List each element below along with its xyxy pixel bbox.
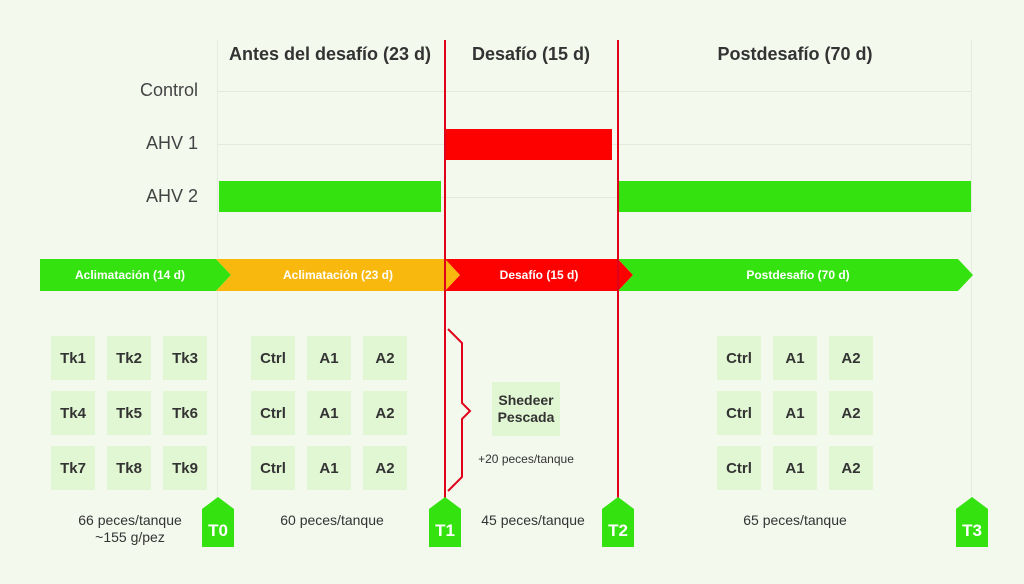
tank: Tk7 bbox=[51, 446, 95, 490]
ahv2-post-bar bbox=[619, 181, 971, 212]
timeline-segment-challenge bbox=[445, 259, 633, 291]
tank: A2 bbox=[829, 336, 873, 380]
timeline-label-acclimation-14: Aclimatación (14 d) bbox=[74, 268, 186, 282]
shedder-line1: Shedeer bbox=[498, 392, 554, 408]
tank: Tk2 bbox=[107, 336, 151, 380]
shedder-line2: Pescada bbox=[497, 409, 555, 425]
group-label-control: Control bbox=[139, 80, 198, 100]
shedder-box: Shedeer Pescada bbox=[492, 382, 560, 436]
tank: A1 bbox=[773, 446, 817, 490]
tank: Tk9 bbox=[163, 446, 207, 490]
tank: A2 bbox=[363, 446, 407, 490]
tank: A2 bbox=[829, 391, 873, 435]
marker-t2-label: T2 bbox=[608, 521, 628, 540]
marker-t3: T3 bbox=[956, 497, 988, 547]
marker-t3-label: T3 bbox=[962, 521, 982, 540]
ahv2-pre-bar bbox=[219, 181, 441, 212]
row-gridline-ahv2 bbox=[218, 197, 972, 198]
challenge-end-line bbox=[617, 40, 619, 522]
shedder-note: +20 peces/tanque bbox=[478, 452, 574, 466]
marker-t1: T1 bbox=[429, 497, 461, 547]
count-t0: 66 peces/tanque ~155 g/pez bbox=[55, 512, 205, 546]
tank: Ctrl bbox=[251, 336, 295, 380]
tank: Tk5 bbox=[107, 391, 151, 435]
phase-divider-right bbox=[971, 40, 972, 500]
tank: Ctrl bbox=[251, 391, 295, 435]
tank: A1 bbox=[773, 336, 817, 380]
timeline-label-post: Postdesafío (70 d) bbox=[746, 268, 850, 282]
tank: Ctrl bbox=[251, 446, 295, 490]
phase-title-post: Postdesafío (70 d) bbox=[717, 44, 873, 64]
timeline-segment-acclimation-14 bbox=[40, 259, 231, 291]
group-label-ahv1: AHV 1 bbox=[145, 133, 198, 153]
tank: Tk3 bbox=[163, 336, 207, 380]
count-post: 65 peces/tanque bbox=[743, 512, 847, 528]
challenge-start-line bbox=[444, 40, 446, 522]
tank: A1 bbox=[307, 446, 351, 490]
marker-t2: T2 bbox=[602, 497, 634, 547]
ahv1-challenge-bar bbox=[446, 129, 612, 160]
phase-title-challenge: Desafío (15 d) bbox=[471, 44, 591, 64]
tank: A2 bbox=[363, 391, 407, 435]
count-t0-line1: 66 peces/tanque bbox=[78, 512, 182, 528]
timeline-label-challenge: Desafío (15 d) bbox=[499, 268, 579, 282]
tank: Ctrl bbox=[717, 446, 761, 490]
timeline-label-acclimation-23: Aclimatación (23 d) bbox=[282, 268, 394, 282]
count-t0-line2: ~155 g/pez bbox=[95, 529, 165, 545]
row-gridline-control bbox=[218, 91, 972, 92]
tank: Ctrl bbox=[717, 391, 761, 435]
tank: A2 bbox=[829, 446, 873, 490]
timeline-segment-post bbox=[618, 259, 973, 291]
tank: A1 bbox=[307, 391, 351, 435]
marker-t0-label: T0 bbox=[208, 521, 228, 540]
tank: A1 bbox=[307, 336, 351, 380]
tank: A2 bbox=[363, 336, 407, 380]
tank: Tk4 bbox=[51, 391, 95, 435]
marker-t1-label: T1 bbox=[435, 521, 455, 540]
marker-t0: T0 bbox=[202, 497, 234, 547]
tank: Ctrl bbox=[717, 336, 761, 380]
phase-title-pre: Antes del desafío (23 d) bbox=[228, 44, 432, 64]
tank: Tk6 bbox=[163, 391, 207, 435]
count-challenge: 45 peces/tanque bbox=[481, 512, 585, 528]
tank: A1 bbox=[773, 391, 817, 435]
shedder-brace bbox=[447, 328, 472, 492]
tank: Tk1 bbox=[51, 336, 95, 380]
group-label-ahv2: AHV 2 bbox=[145, 186, 198, 206]
tank: Tk8 bbox=[107, 446, 151, 490]
count-pre: 60 peces/tanque bbox=[280, 512, 384, 528]
timeline-segment-acclimation-23 bbox=[216, 259, 460, 291]
